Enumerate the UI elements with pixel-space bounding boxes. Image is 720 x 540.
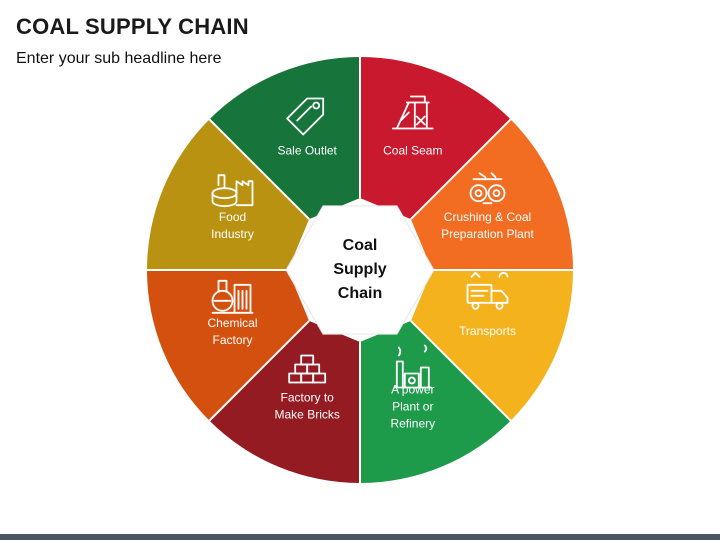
crusher-icon xyxy=(469,172,506,205)
segment-label-1: Coal Seam xyxy=(383,144,442,158)
segment-arrow-6 xyxy=(166,276,191,298)
segment-arrow-2 xyxy=(529,242,554,264)
bricks-icon xyxy=(288,354,327,384)
outlet-tag-icon xyxy=(286,97,325,136)
segment-3 xyxy=(410,270,573,421)
bottom-bar xyxy=(0,534,720,540)
segment-arrow-8 xyxy=(332,76,354,101)
segment-6 xyxy=(147,270,310,421)
segment-label-8: Sale Outlet xyxy=(278,144,338,158)
center-hexagon xyxy=(285,205,435,335)
truck-icon xyxy=(466,271,509,310)
segment-label-3: Transports xyxy=(459,324,516,338)
segment-2 xyxy=(410,119,573,270)
segment-divider xyxy=(410,118,512,220)
segment-arrow-4 xyxy=(366,439,388,464)
page-subtitle: Enter your sub headline here xyxy=(16,50,222,67)
page-title: COAL SUPPLY CHAIN xyxy=(16,14,249,39)
power-plant-icon xyxy=(393,344,432,389)
segment-8 xyxy=(209,57,360,220)
segment-arrow-5 xyxy=(235,403,255,426)
chemical-factory-icon xyxy=(211,279,254,314)
food-industry-icon xyxy=(211,174,254,208)
segment-1 xyxy=(360,57,511,220)
mine-headframe-icon xyxy=(391,95,434,130)
segment-arrow-1 xyxy=(465,114,485,137)
segment-divider xyxy=(410,320,512,422)
segment-divider xyxy=(208,320,310,422)
segment-arrow-3 xyxy=(493,375,516,395)
segment-divider xyxy=(208,118,310,220)
segment-5 xyxy=(209,320,360,483)
segment-7 xyxy=(147,119,310,270)
segment-arrow-7 xyxy=(204,145,227,165)
